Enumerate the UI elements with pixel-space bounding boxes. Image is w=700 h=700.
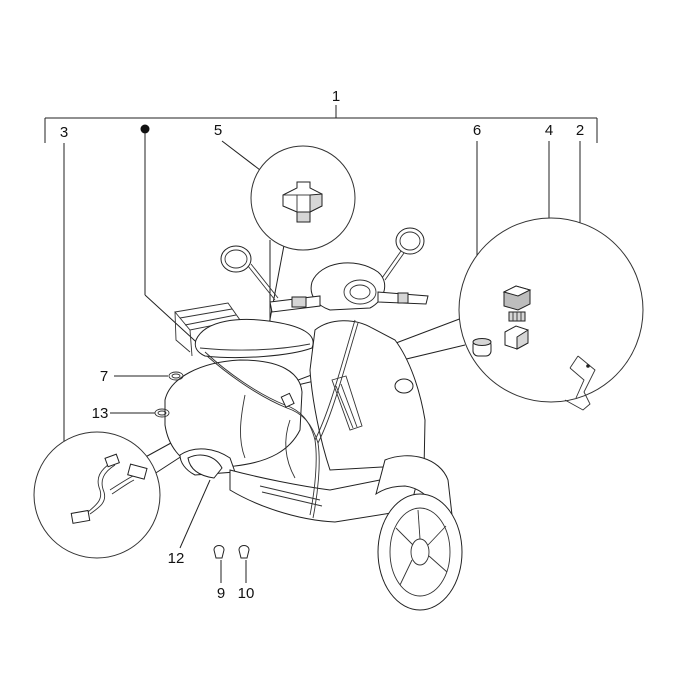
cable-clip-13 bbox=[154, 408, 170, 418]
callout-3: 3 bbox=[60, 124, 68, 141]
front-body bbox=[309, 320, 426, 471]
handlebar bbox=[269, 262, 429, 313]
grommet-icon bbox=[472, 338, 492, 357]
callout-13: 13 bbox=[92, 405, 109, 422]
callout-10: 10 bbox=[238, 585, 255, 602]
callout-6: 6 bbox=[473, 122, 481, 139]
front-wheel bbox=[377, 493, 463, 611]
relay-icon bbox=[282, 181, 323, 223]
main-harness-routing bbox=[204, 319, 359, 519]
assembly-bracket bbox=[44, 105, 598, 143]
cable-clip-7 bbox=[168, 371, 184, 381]
fuse-cap-icon bbox=[502, 285, 532, 311]
relay-detail-circle bbox=[250, 145, 356, 331]
callout-7: 7 bbox=[100, 368, 108, 385]
fuse-holder-icon bbox=[504, 325, 529, 350]
callout-12: 12 bbox=[168, 550, 185, 567]
seat bbox=[194, 318, 314, 359]
callout-5: 5 bbox=[214, 122, 222, 139]
mirrors bbox=[220, 227, 425, 301]
floorboard bbox=[229, 469, 421, 523]
callout-9: 9 bbox=[217, 585, 225, 602]
mounting-bracket-icon bbox=[564, 355, 596, 411]
wiring-harness-icon bbox=[70, 453, 148, 524]
cable-ties bbox=[213, 545, 250, 559]
callout-4: 4 bbox=[545, 122, 553, 139]
callout-2: 2 bbox=[576, 122, 584, 139]
callout-1: 1 bbox=[332, 88, 340, 105]
fuse-icon bbox=[508, 311, 526, 322]
scooter-illustration bbox=[154, 227, 463, 611]
rear-underside bbox=[187, 454, 223, 479]
